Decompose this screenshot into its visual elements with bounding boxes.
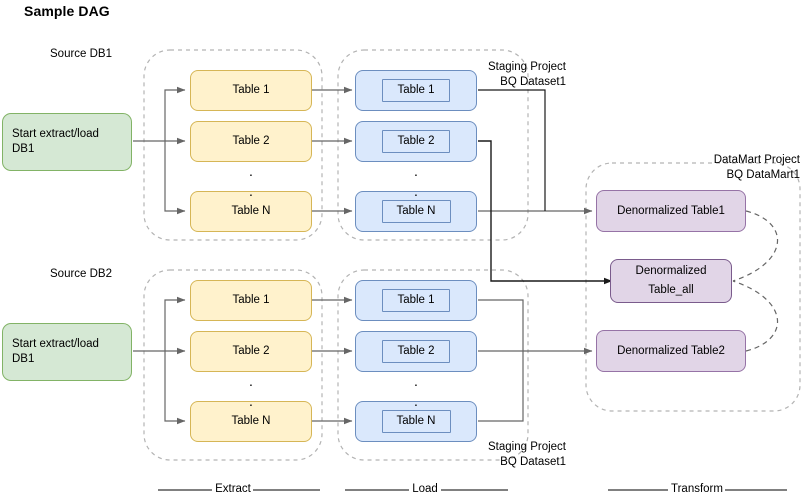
edge-denorm2-to-all xyxy=(732,280,779,352)
node-label: Denormalized Table1 xyxy=(617,204,725,217)
edge-load1-top-join xyxy=(478,89,546,211)
label-staging-top-line2: BQ Dataset1 xyxy=(500,76,566,88)
label-staging-bottom-line2: BQ Dataset1 xyxy=(500,456,566,468)
node-label: Table 1 xyxy=(232,84,270,96)
node-label: Table N xyxy=(231,205,271,217)
node-label: Table 2 xyxy=(232,345,270,357)
container-source-db2 xyxy=(143,269,323,461)
node-label: Table N xyxy=(231,415,271,427)
label-staging-top-line1: Staging Project xyxy=(488,61,566,73)
node-label: Table 2 xyxy=(382,130,450,153)
label-datamart-line2: BQ DataMart1 xyxy=(726,169,801,181)
node-label: Start extract/load DB1 xyxy=(12,128,99,155)
node-denormalized-table1[interactable]: Denormalized Table1 xyxy=(596,190,746,232)
ellipsis-load-top: . . xyxy=(414,163,418,199)
label-source-db1: Source DB1 xyxy=(50,48,113,60)
node-label: Table N xyxy=(381,200,451,223)
node-load-top-table-2[interactable]: Table 2 xyxy=(355,121,477,162)
node-load-bottom-table-n[interactable]: Table N xyxy=(355,401,477,442)
node-label: Table 1 xyxy=(382,289,450,312)
node-load-top-table-1[interactable]: Table 1 xyxy=(355,70,477,111)
phase-label-transform: Transform xyxy=(671,483,723,495)
node-label: Table N xyxy=(381,410,451,433)
node-label: Start extract/load DB1 xyxy=(12,338,99,365)
ellipsis-extract-top: . . xyxy=(249,163,253,199)
node-extract-top-table-n[interactable]: Table N xyxy=(190,191,312,232)
label-source-db2: Source DB2 xyxy=(50,268,113,280)
node-label: Table 2 xyxy=(232,135,270,147)
page-title: Sample DAG xyxy=(24,3,110,19)
ellipsis-extract-bottom: . . xyxy=(249,373,253,409)
node-load-bottom-table-1[interactable]: Table 1 xyxy=(355,280,477,321)
node-label: Table 2 xyxy=(382,340,450,363)
edge-bus2-bottom xyxy=(164,351,186,425)
node-label: Denormalized Table2 xyxy=(617,344,725,357)
node-denormalized-table2[interactable]: Denormalized Table2 xyxy=(596,330,746,372)
node-start-extract-load-db1-bottom[interactable]: Start extract/load DB1 xyxy=(2,323,132,381)
node-extract-top-table-1[interactable]: Table 1 xyxy=(190,70,312,111)
edge-denorm1-to-all xyxy=(732,210,779,282)
ellipsis-load-bottom: . . xyxy=(414,373,418,409)
container-source-db1 xyxy=(143,49,323,241)
node-extract-bottom-table-2[interactable]: Table 2 xyxy=(190,331,312,372)
node-extract-bottom-table-n[interactable]: Table N xyxy=(190,401,312,442)
phase-label-load: Load xyxy=(412,483,438,495)
container-datamart xyxy=(585,162,801,412)
container-staging-top xyxy=(337,49,529,241)
node-label: Table 1 xyxy=(382,79,450,102)
node-load-top-table-n[interactable]: Table N xyxy=(355,191,477,232)
edge-bus2-top xyxy=(164,296,186,351)
node-label: Table 1 xyxy=(232,294,270,306)
label-datamart-line1: DataMart Project xyxy=(713,154,800,166)
edge-table-all-trunk xyxy=(478,140,613,285)
edge-bus-bottom xyxy=(164,141,186,215)
node-load-bottom-table-2[interactable]: Table 2 xyxy=(355,331,477,372)
label-staging-bottom-line1: Staging Project xyxy=(488,441,566,453)
node-extract-top-table-2[interactable]: Table 2 xyxy=(190,121,312,162)
phase-label-extract: Extract xyxy=(215,483,251,495)
node-extract-bottom-table-1[interactable]: Table 1 xyxy=(190,280,312,321)
node-label: Denormalized Table_all xyxy=(635,265,707,296)
container-staging-bottom xyxy=(337,269,529,461)
node-start-extract-load-db1-top[interactable]: Start extract/load DB1 xyxy=(2,113,132,171)
edge-load1-bottom-join xyxy=(478,299,524,422)
node-denormalized-table-all[interactable]: Denormalized Table_all xyxy=(610,259,732,303)
edge-bus-top xyxy=(164,86,186,141)
